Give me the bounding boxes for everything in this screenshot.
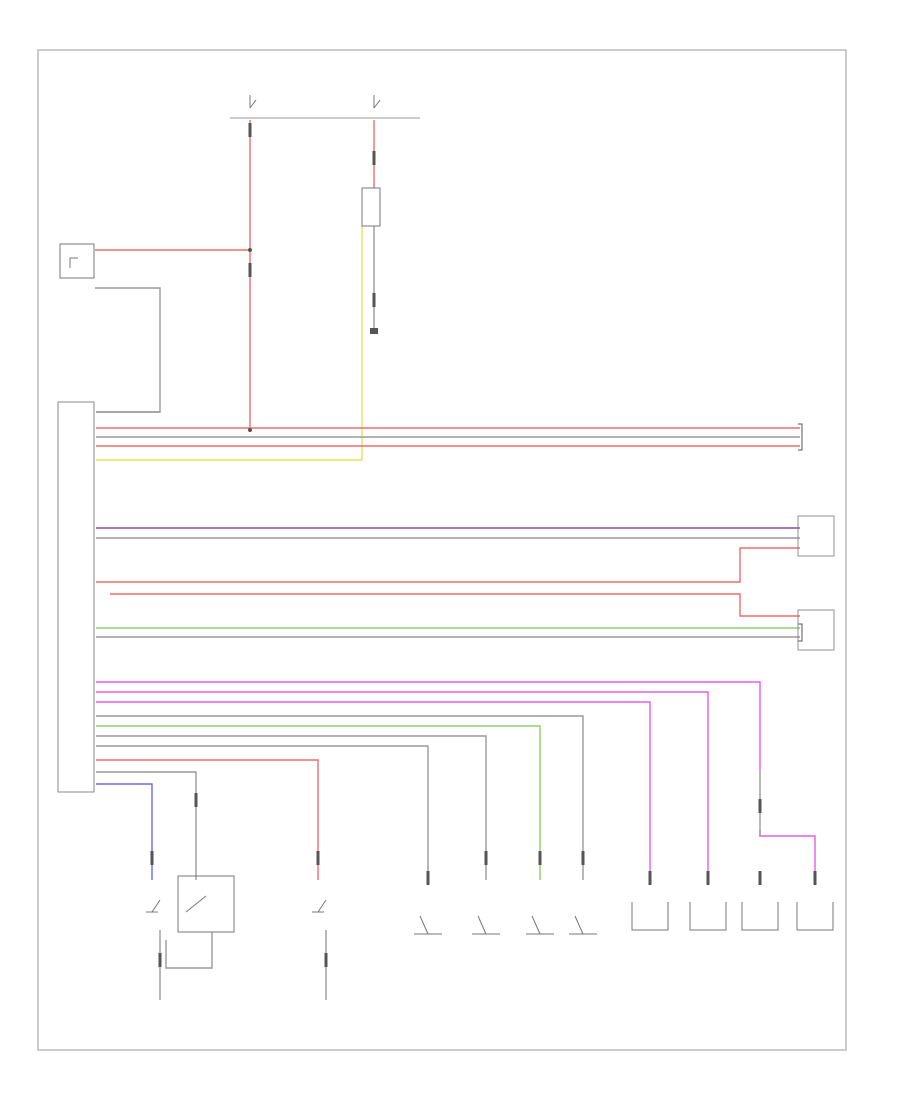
switch-contact-icon: [69, 257, 78, 268]
lamp-unit-box: [797, 609, 835, 651]
right-heater: [796, 902, 834, 931]
wire-connector: [706, 871, 710, 885]
fuse-symbol-left: [249, 95, 257, 109]
relay-box: [177, 875, 235, 933]
control-module: [57, 401, 95, 793]
right-switch: [569, 915, 597, 935]
ground-mark: [370, 328, 378, 334]
loop-wire-red-2: [110, 593, 800, 617]
wire-connector: [484, 851, 488, 865]
junction-dot: [248, 428, 252, 432]
fuse-right-connector: [372, 151, 376, 165]
heater-wire-3: [96, 701, 651, 880]
heater-connector: [758, 799, 762, 813]
ignition-relay: [361, 187, 381, 227]
wire-connector: [758, 871, 762, 885]
wire-layer: [95, 117, 834, 1000]
fuse-left-connector: [248, 123, 252, 137]
passenger-heater: [689, 902, 727, 931]
wire-connector: [648, 871, 652, 885]
ground-connector: [324, 953, 328, 967]
feed-connector: [248, 263, 252, 277]
ground-connector: [158, 953, 162, 967]
junction-dot: [248, 248, 252, 252]
driver-switch: [414, 915, 442, 935]
wire-connector: [150, 851, 154, 865]
wire-connector: [581, 851, 585, 865]
wire-connector: [538, 851, 542, 865]
wire-connector: [194, 793, 198, 807]
door-switch-wire-blue: [96, 783, 153, 880]
lamp-connector: [798, 623, 803, 642]
loop-wire-red-1: [96, 547, 800, 583]
heater-wire-4: [759, 830, 816, 880]
heater-wire-2: [96, 691, 709, 880]
left-switch: [526, 915, 554, 935]
driver-heater: [741, 902, 779, 931]
wire-connector: [316, 851, 320, 865]
switch-wire-passenger: [96, 735, 487, 880]
central-locking-connector: [798, 423, 803, 451]
switch-wire-driver: [96, 745, 429, 880]
diagram-frame: [37, 49, 847, 1051]
switch-wire-right: [96, 715, 584, 880]
left-heater: [631, 902, 669, 931]
signal-wire-yellow: [96, 226, 363, 461]
heater-unit-box: [797, 515, 835, 557]
component-layer: [57, 95, 835, 967]
door-switch-bottom: [146, 899, 161, 913]
door-switch-wire: [95, 287, 161, 413]
relay-ground-wire: [165, 932, 213, 969]
wire-connector: [426, 871, 430, 885]
lamp-switch-wire-red: [96, 759, 319, 880]
passenger-switch: [472, 915, 500, 935]
ignition-connector: [372, 293, 376, 307]
lamp-switch: [312, 899, 327, 913]
heater-wire-1: [96, 681, 761, 770]
switch-wire-left: [96, 725, 541, 880]
relay-contact: [185, 895, 207, 913]
door-switch-box: [59, 243, 95, 279]
relay-wire-gray: [96, 771, 197, 880]
fuse-symbol-right: [373, 95, 381, 109]
wire-connector: [813, 871, 817, 885]
frame-layer: [37, 49, 847, 1051]
